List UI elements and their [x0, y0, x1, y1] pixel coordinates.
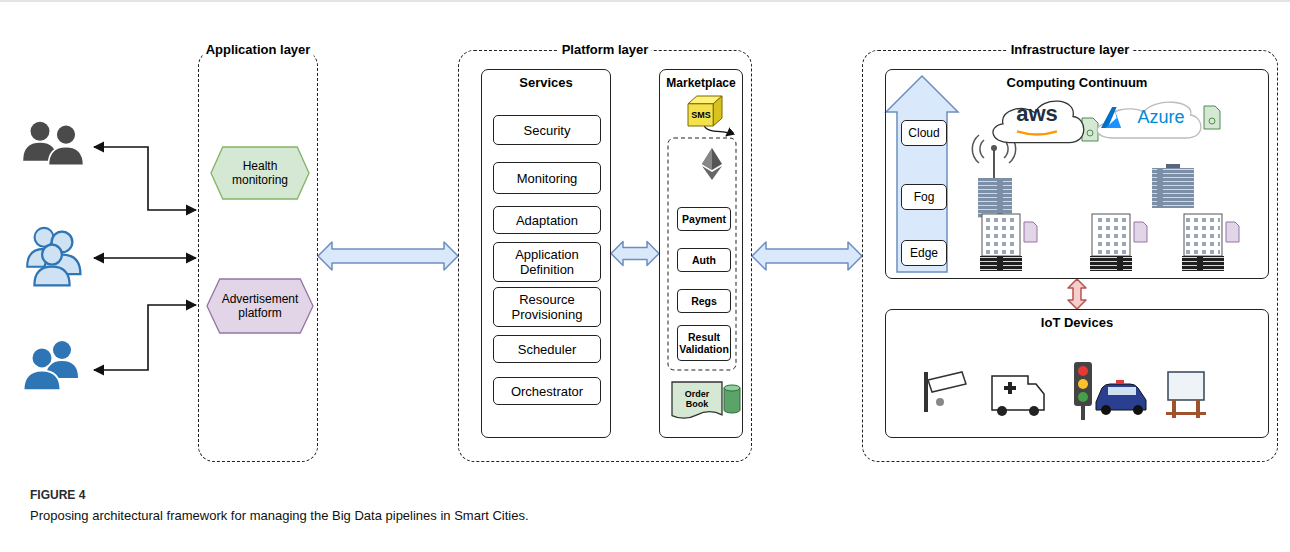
double-block-arrow	[1068, 279, 1086, 309]
user-group-icon	[23, 122, 83, 166]
figure-number: FIGURE 4	[30, 488, 85, 502]
process-box: Resource Provisioning	[493, 287, 601, 327]
group-box: IoT Devices	[885, 309, 1269, 438]
node-label: Result Validation	[679, 331, 729, 355]
sms-cube: SMS	[688, 96, 722, 126]
continuum-arrow	[886, 76, 958, 272]
billboard-icon	[1166, 372, 1206, 418]
process-box: Edge	[901, 240, 947, 266]
edge-building-icon	[980, 214, 1224, 271]
traffic-light-icon	[1074, 362, 1092, 420]
document-shape: Order Book	[672, 382, 722, 422]
node-label: Edge	[910, 246, 938, 261]
node-label: Scheduler	[518, 342, 577, 357]
process-box: Application Definition	[493, 242, 601, 282]
group-box: SMS PaymentAuthRegsResult ValidationOrder…	[659, 69, 743, 438]
figure-caption: Proposing architectural framework for ma…	[30, 508, 529, 523]
process-box: Orchestrator	[493, 377, 601, 405]
fog-tower-icon	[972, 135, 1015, 218]
process-box: Adaptation	[493, 206, 601, 234]
fog-server-icon	[1152, 164, 1194, 208]
top-rule	[0, 1, 1290, 2]
node-label: Payment	[682, 213, 726, 225]
process-box: Security	[493, 115, 601, 145]
node-label: Health monitoring	[224, 159, 296, 187]
police-car-icon	[1096, 380, 1146, 415]
node-label: Cloud	[908, 126, 939, 141]
contract-box	[668, 138, 736, 370]
process-box: Fog	[901, 184, 947, 210]
node-label: Advertisement platform	[220, 292, 300, 320]
node-title: Application layer	[203, 41, 314, 59]
layer-box: Health monitoringAdvertisement platformA…	[198, 50, 318, 462]
user-arrow	[94, 147, 196, 370]
node-label: Azure	[1137, 107, 1184, 128]
layer-box: CloudFogEdge aws Azure Computing ContinuumI…	[862, 50, 1278, 462]
node-label: Application Definition	[500, 247, 594, 277]
azure-logo	[1101, 107, 1121, 128]
node-title: Platform layer	[559, 41, 652, 59]
node-label: Regs	[691, 295, 717, 307]
contract-box: Payment	[677, 207, 731, 231]
node-label: IoT Devices	[886, 315, 1268, 331]
ambulance-icon	[992, 376, 1044, 416]
cloud-provider: aws	[987, 88, 1087, 150]
user-group-icon	[24, 341, 78, 390]
node-label: Monitoring	[517, 171, 578, 186]
node-label: Resource Provisioning	[500, 292, 594, 322]
node-label: SMS	[691, 110, 711, 120]
node-title: Services	[482, 75, 610, 91]
group-box: SecurityMonitoringAdaptationApplication …	[481, 69, 611, 438]
group-box: CloudFogEdge aws Azure Computing Continuum	[885, 69, 1269, 279]
double-block-arrow	[752, 242, 862, 270]
double-block-arrow	[318, 242, 458, 270]
node-title: Infrastructure layer	[1008, 41, 1133, 59]
node-title: Marketplace	[660, 75, 742, 91]
node-label: aws	[1016, 101, 1058, 127]
node-label: Orchestrator	[511, 384, 583, 399]
cctv-icon	[924, 372, 966, 412]
contract-box: Regs	[677, 289, 731, 313]
process-box: Scheduler	[493, 335, 601, 363]
edge-doc-icon	[1024, 222, 1239, 242]
node-label: Security	[524, 123, 571, 138]
double-block-arrow	[611, 242, 659, 266]
node-label: Adaptation	[516, 213, 578, 228]
node-label: Fog	[914, 190, 935, 205]
process-box: Monitoring	[493, 162, 601, 194]
process-box: Cloud	[901, 120, 947, 146]
cloud-provider: Azure	[1092, 92, 1204, 142]
node-label: Auth	[692, 254, 716, 266]
user-group-icon	[27, 228, 80, 286]
application-hexagon: Health monitoring	[211, 147, 309, 199]
application-hexagon: Advertisement platform	[207, 279, 313, 333]
node-label: Order Book	[674, 389, 720, 409]
contract-box: Result Validation	[677, 325, 731, 361]
node-title: Computing Continuum	[886, 75, 1268, 91]
ethereum-icon	[702, 148, 722, 180]
layer-box: SecurityMonitoringAdaptationApplication …	[458, 50, 752, 462]
contract-box: Auth	[677, 248, 731, 272]
database-icon	[724, 385, 740, 413]
